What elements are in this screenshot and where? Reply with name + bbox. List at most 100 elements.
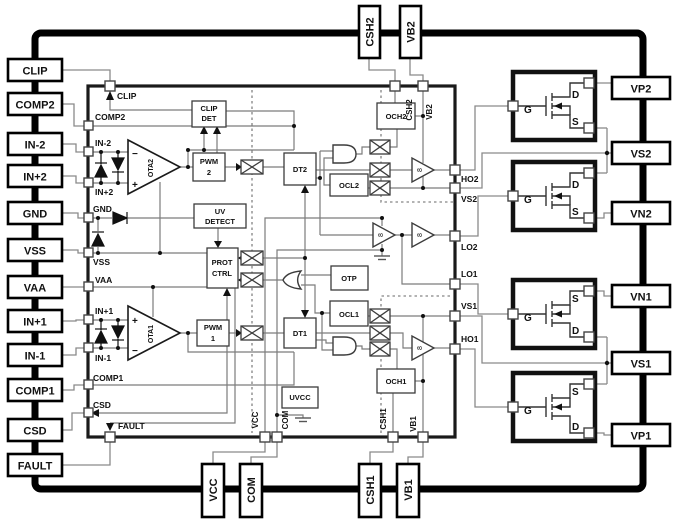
level-shifter [369,341,391,357]
pad-in-2 [83,146,94,157]
pad-vss [83,247,94,258]
uv-detect-label2: DETECT [205,217,235,226]
internal-wires [84,82,450,432]
pin-vs1 [610,350,672,376]
pin-vb1-label: VB1 [403,479,415,500]
pin-csh1 [357,462,383,519]
ota2-minus: − [132,149,138,160]
pin-in-1 [6,342,64,368]
pin-vs1-label: VS1 [631,359,652,371]
pad-label-in+1: IN+1 [95,306,113,316]
junction-dots [96,114,610,417]
clip-det-label1: CLIP [200,104,217,113]
gate-drivers: 8 8 8 8 [372,156,436,362]
clamp-diodes [91,152,129,348]
driver-ho2 [411,156,436,184]
pad-comp2 [83,120,94,131]
driver-lo-a-glyph: 8 [378,233,385,237]
prot-ctrl-label1: PROT [212,258,233,267]
driver-ho2-glyph: 8 [417,168,424,172]
clip-out-arrow [106,91,114,100]
block-och1 [376,368,416,394]
ota2-amp [127,138,182,196]
uv-to-prot-arrow [214,241,222,248]
ota1-label: OTA1 [148,325,155,343]
pad-label-lo1: LO1 [461,269,478,279]
pad-label-csd: CSD [93,400,111,410]
pin-clip [6,57,64,83]
pad-label-clip: CLIP [117,91,137,101]
q1h-source-label: S [572,387,579,398]
pad-vs2 [449,182,461,194]
block-pwm1 [196,319,230,347]
pin-vs2-label: VS2 [631,149,652,161]
pin-comp2 [6,91,64,117]
pin-gnd-label: GND [23,209,48,221]
ota2-plus: + [132,180,138,191]
q1h-drain-terminal [583,427,595,439]
q1l-gate-label: G [524,313,532,324]
pin-com [238,462,264,519]
block-clip-det [191,100,227,128]
level-shifter [240,272,264,288]
pad-label-vcc: VCC [251,411,260,428]
clipdet-in-arrow2 [213,126,221,134]
pin-vaa-label: VAA [24,283,46,295]
mosfet-blocks: G D S G D S [507,69,598,444]
block-ocl2 [329,173,369,197]
level-shifter [369,180,391,196]
driver-ho1 [411,334,436,362]
pin-vb2-label: VB2 [406,21,418,42]
pwm2-label1: PWM [200,157,218,166]
mosfet-q2-high: G D S [507,69,598,143]
pin-csh2 [357,4,382,60]
pin-gnd [6,200,64,226]
pad-com [271,431,283,443]
ic-terminals [83,80,461,443]
ota-amplifiers: − + OTA2 + − OTA1 [127,138,182,362]
block-uv-detect [193,203,247,229]
level-shifter [369,325,391,341]
function-blocks: CLIP DET PWM 2 UV DETECT PROT CTRL PWM 1… [191,100,416,409]
pad-labels: CLIP COMP2 IN-2 IN+2 GND VSS VAA IN+1 IN… [93,91,479,432]
pin-clip-label: CLIP [22,66,47,78]
uv-detect-label1: UV [215,207,225,216]
pad-label-ho2: HO2 [461,174,479,184]
q1l-source-label: S [572,294,579,305]
dt2-label: DT2 [293,165,307,174]
pad-label-comp2: COMP2 [95,112,126,122]
uvcc-label: UVCC [289,393,311,402]
block-dt1 [283,317,317,349]
pad-vb2 [417,80,429,92]
gnd-vss-diode [91,232,105,247]
ota1-amp [127,304,182,362]
pwm2-out-arrow [236,163,242,171]
och1-label: OCH1 [386,377,407,386]
q1l-source-terminal [583,285,595,297]
pin-vp2-label: VP2 [631,84,652,96]
pad-vcc [259,431,271,443]
pad-label-vs1: VS1 [461,301,477,311]
pad-label-csh2: CSH2 [405,99,414,121]
and-gate-ch1 [332,336,357,356]
q2l-gate-label: G [524,195,532,206]
pin-comp2-label: COMP2 [15,100,54,112]
pin-vcc [200,462,226,519]
pin-vp2 [610,75,672,101]
pin-csd [6,417,64,443]
logic-gates [282,144,357,356]
pin-vn2 [610,200,672,226]
pin-com-label: COM [246,477,258,503]
pin-in+1 [6,308,64,334]
fet-body-arrow [554,403,562,411]
left-pins: CLIP COMP2 IN-2 IN+2 GND VSS VAA IN+1 IN… [6,57,64,478]
pad-ho1 [449,343,461,355]
level-shifter [369,308,391,324]
pad-gnd [83,212,94,223]
pad-ho2 [449,164,461,176]
pin-vn1-label: VN1 [630,292,651,304]
q2h-source-label: S [572,117,579,128]
pad-label-vb1: VB1 [409,416,418,432]
pad-lo2 [449,230,461,242]
and-gate-ch2 [332,144,357,164]
